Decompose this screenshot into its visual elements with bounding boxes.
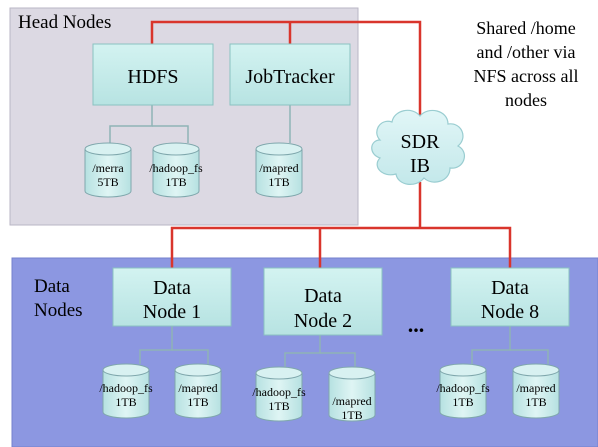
data-nodes-label-line1: Data	[34, 276, 70, 297]
d2-mapred-disk-size: 1TB	[341, 408, 362, 422]
shared-note-line4: nodes	[505, 90, 547, 110]
data-node-8-label-line2: Node 8	[481, 301, 539, 323]
shared-note-line2: and /other via	[477, 42, 576, 62]
data-node-1-label-line1: Data	[153, 277, 191, 299]
head-hadoop-fs-disk-name: /hadoop_fs	[149, 161, 203, 175]
data-node-8-label-line1: Data	[491, 277, 529, 299]
head-nodes-label: Head Nodes	[18, 12, 111, 33]
ellipsis-label: ...	[408, 312, 425, 337]
hdfs-node-box	[92, 43, 214, 106]
head-hadoop-fs-disk-size: 1TB	[165, 175, 186, 189]
d2-hadoop-fs-disk-name: /hadoop_fs	[252, 385, 306, 399]
head-mapred-disk-name: /mapred	[259, 161, 298, 175]
disk-connectors	[109, 105, 549, 367]
d8-mapred-disk-name: /mapred	[516, 381, 555, 395]
d8-hadoop-fs-disk-name: /hadoop_fs	[436, 381, 490, 395]
merra-disk-name: /merra	[92, 161, 124, 175]
d1-mapred-disk-size: 1TB	[187, 395, 208, 409]
data-node-2-label-line2: Node 2	[294, 310, 352, 332]
d8-mapred-disk-size: 1TB	[525, 395, 546, 409]
merra-disk-size: 5TB	[97, 175, 118, 189]
shared-note-line1: Shared /home	[476, 18, 575, 38]
data-nodes-label-line2: Nodes	[34, 300, 83, 321]
data-node-1-box	[112, 267, 232, 327]
sdr-label: SDR	[401, 131, 441, 153]
data-node-2-label-line1: Data	[304, 285, 342, 307]
d8-hadoop-fs-disk-size: 1TB	[452, 395, 473, 409]
d2-hadoop-fs-disk-size: 1TB	[268, 399, 289, 413]
jobtracker-node-box	[229, 43, 351, 106]
network-connectors	[150, 20, 512, 268]
data-node-1-label-line2: Node 1	[143, 301, 201, 323]
data-node-2-box	[263, 267, 383, 336]
d1-hadoop-fs-disk-name: /hadoop_fs	[99, 381, 153, 395]
data-node-8-box	[450, 267, 570, 327]
shared-note-line3: NFS across all	[474, 66, 579, 86]
hdfs-label: HDFS	[127, 66, 178, 88]
d1-hadoop-fs-disk-size: 1TB	[115, 395, 136, 409]
d2-mapred-disk-name: /mapred	[332, 394, 371, 408]
head-mapred-disk-size: 1TB	[268, 175, 289, 189]
d1-mapred-disk-name: /mapred	[178, 381, 217, 395]
sdr-ib-cloud-icon	[371, 109, 466, 185]
jobtracker-label: JobTracker	[245, 66, 335, 88]
ib-label: IB	[410, 155, 430, 177]
